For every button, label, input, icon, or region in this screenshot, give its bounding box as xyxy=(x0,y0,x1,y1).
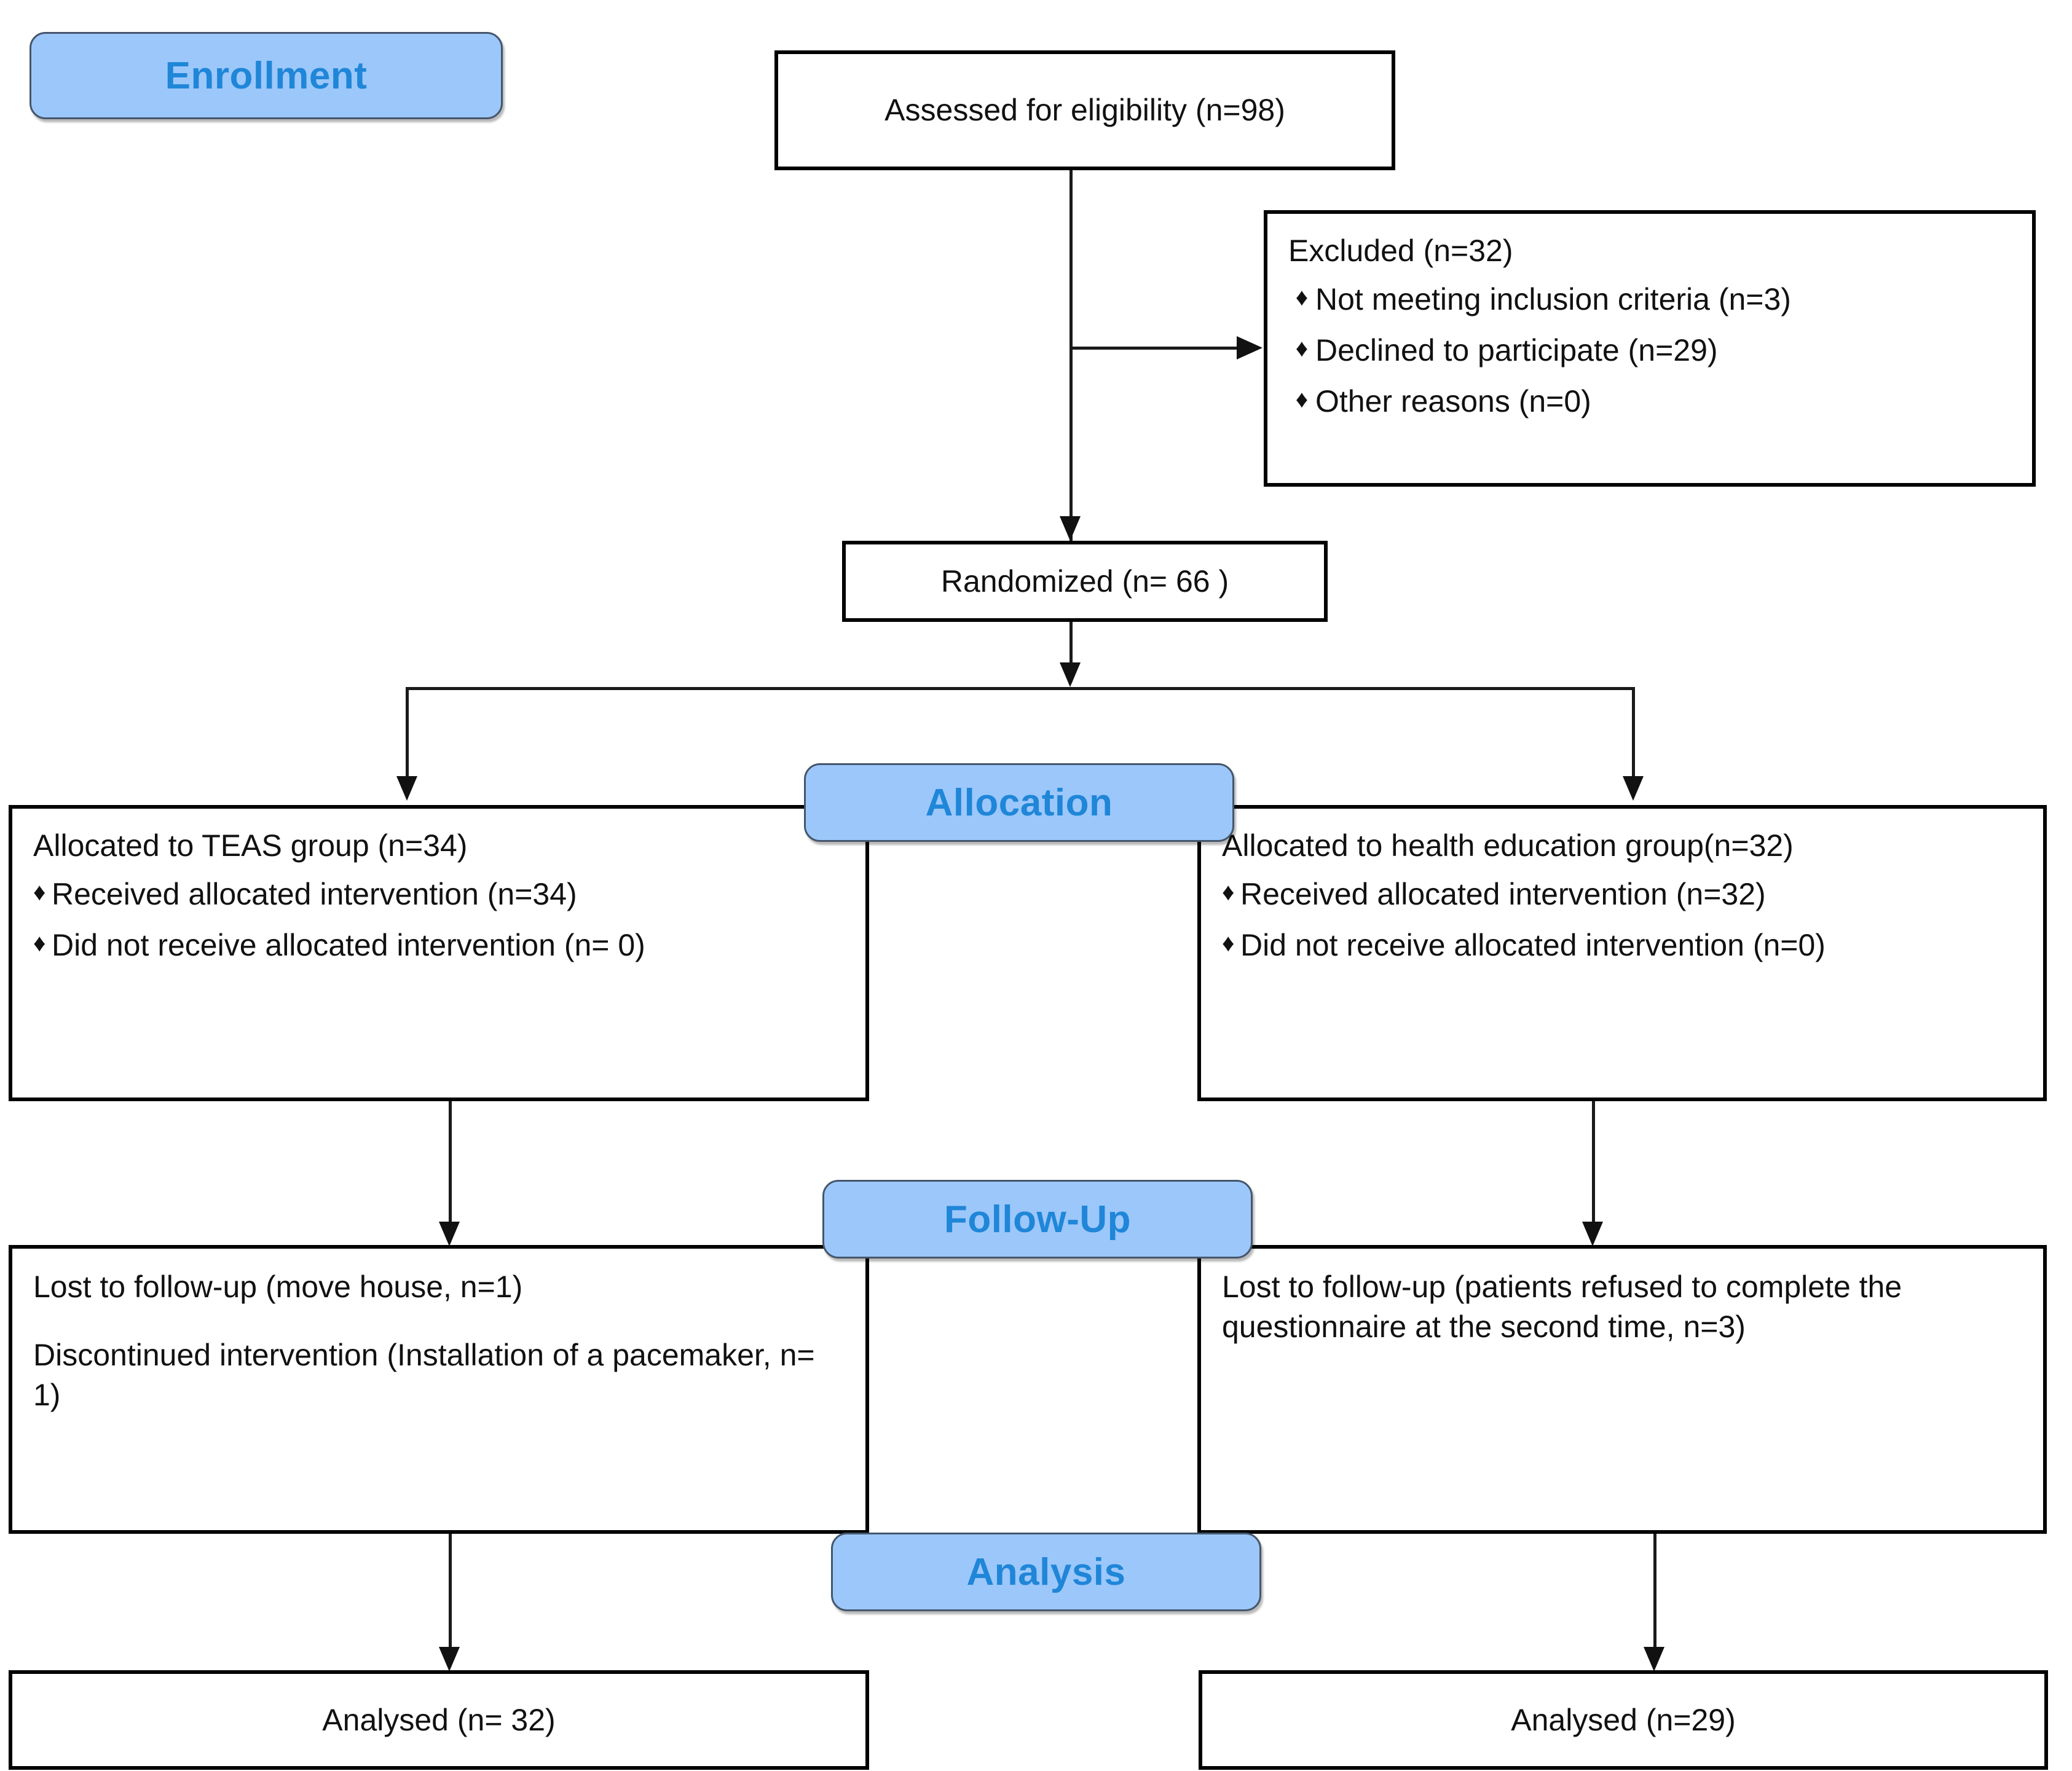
box-randomized: Randomized (n= 66 ) xyxy=(842,541,1328,622)
followup-left-line: Lost to follow-up (move house, n=1) xyxy=(33,1270,523,1304)
diamond-bullet-icon: ♦ xyxy=(1222,930,1235,957)
phase-pill-allocation: Allocation xyxy=(804,763,1234,842)
phase-label-enrollment: Enrollment xyxy=(165,54,368,97)
allocation-right-item-text: Received allocated intervention (n=32) xyxy=(1240,877,1766,911)
box-followup-right: Lost to follow-up (patients refused to c… xyxy=(1197,1245,2047,1534)
arrowhead-right-followup xyxy=(1582,1222,1603,1246)
allocation-right-item: ♦ Did not receive allocated intervention… xyxy=(1222,927,2022,964)
diamond-bullet-icon: ♦ xyxy=(1295,284,1309,311)
connector-split-to-right-allocation xyxy=(1632,687,1635,782)
allocation-left-item-text: Did not receive allocated intervention (… xyxy=(52,928,645,962)
phase-label-followup: Follow-Up xyxy=(943,1198,1132,1241)
phase-label-allocation: Allocation xyxy=(925,781,1113,824)
excluded-reason-item: ♦ Other reasons (n=0) xyxy=(1288,383,2011,420)
arrowhead-assessed-to-randomized xyxy=(1060,516,1081,541)
arrowhead-randomized-split xyxy=(1060,662,1081,687)
allocation-right-item-text: Did not receive allocated intervention (… xyxy=(1240,928,1826,962)
excluded-reason-item: ♦ Declined to participate (n=29) xyxy=(1288,332,2011,369)
allocation-right-heading: Allocated to health education group(n=32… xyxy=(1222,828,1794,863)
connector-to-excluded xyxy=(1069,347,1240,350)
analysed-right-text: Analysed (n=29) xyxy=(1511,1702,1736,1737)
box-followup-left: Lost to follow-up (move house, n=1) Disc… xyxy=(9,1245,869,1534)
arrowhead-left-analysis xyxy=(439,1647,460,1671)
excluded-reason-text: Other reasons (n=0) xyxy=(1315,384,1591,418)
allocation-left-item: ♦ Received allocated intervention (n=34) xyxy=(33,876,845,913)
allocation-left-item: ♦ Did not receive allocated intervention… xyxy=(33,927,845,964)
excluded-reason-text: Not meeting inclusion criteria (n=3) xyxy=(1315,282,1791,316)
phase-pill-enrollment: Enrollment xyxy=(30,32,503,119)
phase-label-analysis: Analysis xyxy=(966,1550,1126,1593)
arrowhead-right-analysis xyxy=(1644,1647,1664,1671)
diamond-bullet-icon: ♦ xyxy=(33,879,46,906)
box-assessed-for-eligibility: Assessed for eligibility (n=98) xyxy=(774,50,1395,170)
box-allocation-right: Allocated to health education group(n=32… xyxy=(1197,805,2047,1101)
diamond-bullet-icon: ♦ xyxy=(1295,386,1309,413)
connector-right-followup-to-analysis xyxy=(1653,1534,1656,1647)
box-excluded: Excluded (n=32) ♦ Not meeting inclusion … xyxy=(1264,210,2036,487)
assessed-text: Assessed for eligibility (n=98) xyxy=(884,93,1285,127)
analysed-left-text: Analysed (n= 32) xyxy=(322,1702,556,1737)
allocation-left-heading: Allocated to TEAS group (n=34) xyxy=(33,828,468,863)
connector-split-to-left-allocation xyxy=(406,687,409,782)
arrowhead-to-excluded xyxy=(1237,336,1263,359)
excluded-reason-text: Declined to participate (n=29) xyxy=(1315,333,1718,367)
diamond-bullet-icon: ♦ xyxy=(1295,335,1309,362)
connector-randomized-down xyxy=(1069,622,1073,682)
connector-assessed-to-randomized xyxy=(1069,170,1073,541)
excluded-heading: Excluded (n=32) xyxy=(1288,234,1513,268)
connector-allocation-split-rail xyxy=(406,687,1635,690)
box-allocation-left: Allocated to TEAS group (n=34) ♦ Receive… xyxy=(9,805,869,1101)
arrowhead-left-followup xyxy=(439,1222,460,1246)
followup-right-line: Lost to follow-up (patients refused to c… xyxy=(1222,1270,1902,1344)
allocation-right-item: ♦ Received allocated intervention (n=32) xyxy=(1222,876,2022,913)
connector-left-allocation-to-followup xyxy=(449,1101,452,1222)
excluded-reason-item: ♦ Not meeting inclusion criteria (n=3) xyxy=(1288,281,2011,318)
allocation-left-item-text: Received allocated intervention (n=34) xyxy=(52,877,577,911)
box-analysed-left: Analysed (n= 32) xyxy=(9,1670,869,1770)
diamond-bullet-icon: ♦ xyxy=(1222,879,1235,906)
connector-left-followup-to-analysis xyxy=(449,1534,452,1647)
box-analysed-right: Analysed (n=29) xyxy=(1199,1670,2048,1770)
arrowhead-right-allocation xyxy=(1623,776,1644,801)
phase-pill-analysis: Analysis xyxy=(831,1533,1261,1611)
arrowhead-left-allocation xyxy=(396,776,417,801)
phase-pill-followup: Follow-Up xyxy=(822,1180,1253,1259)
randomized-text: Randomized (n= 66 ) xyxy=(940,564,1229,599)
diamond-bullet-icon: ♦ xyxy=(33,930,46,957)
followup-left-line: Discontinued intervention (Installation … xyxy=(33,1338,815,1412)
connector-right-allocation-to-followup xyxy=(1592,1101,1595,1222)
